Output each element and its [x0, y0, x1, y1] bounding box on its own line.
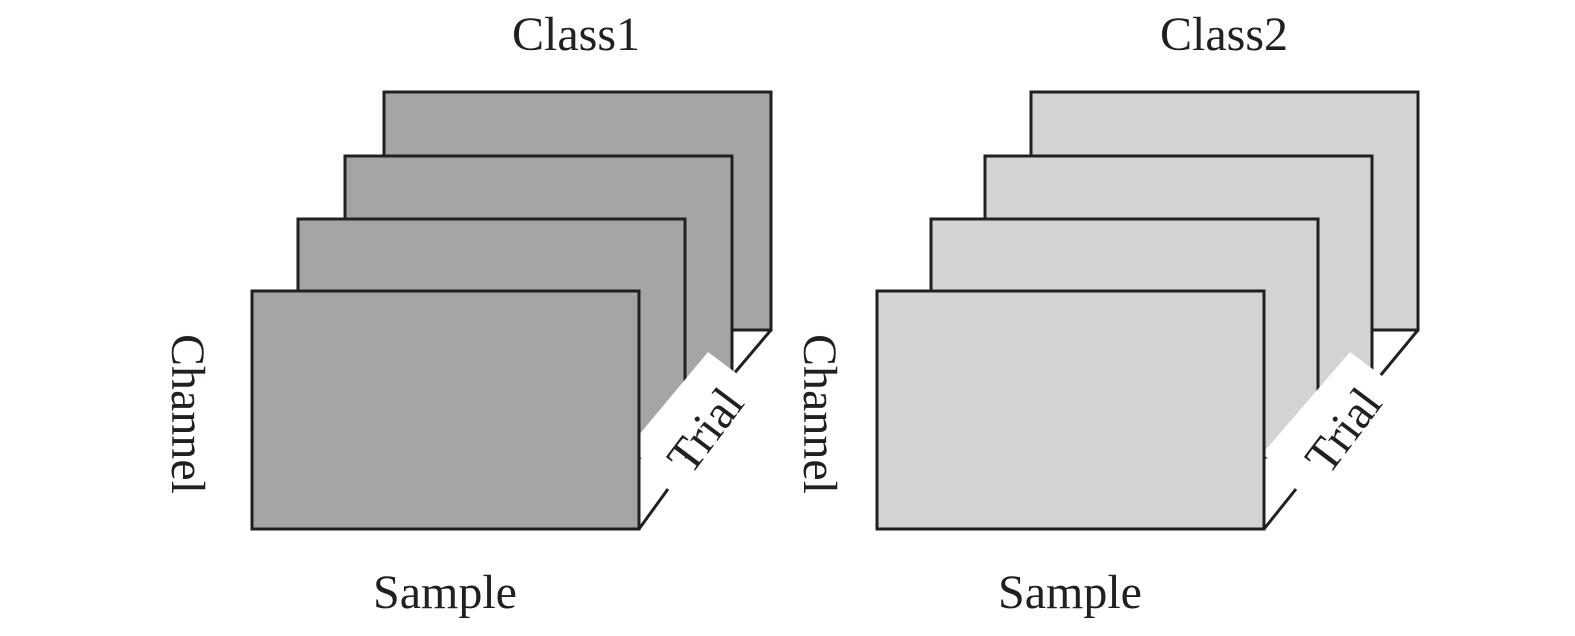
class2-depth-edge-bottom [1262, 488, 1298, 530]
class2-group: Class2 Channel Sample Trial [793, 8, 1420, 619]
class1-group: Class1 Channel Sample Trial [161, 8, 773, 619]
class2-title: Class2 [1160, 8, 1288, 61]
class2-sample-axis-label: Sample [998, 566, 1142, 619]
class1-depth-edge-bottom [637, 488, 670, 530]
class1-channel-axis-label: Channel [161, 334, 214, 494]
class2-channel-axis-label: Channel [793, 334, 846, 494]
class2-trial-label-band [1262, 352, 1390, 484]
class2-depth-edge-top [1378, 329, 1420, 377]
class1-trial-sheet-front [250, 289, 641, 531]
class1-sample-axis-label: Sample [373, 566, 517, 619]
class2-trial-sheet-front [875, 289, 1266, 531]
class1-trial-label-band [628, 352, 748, 478]
class1-title: Class1 [512, 8, 640, 61]
class1-depth-edge-top [730, 329, 773, 377]
